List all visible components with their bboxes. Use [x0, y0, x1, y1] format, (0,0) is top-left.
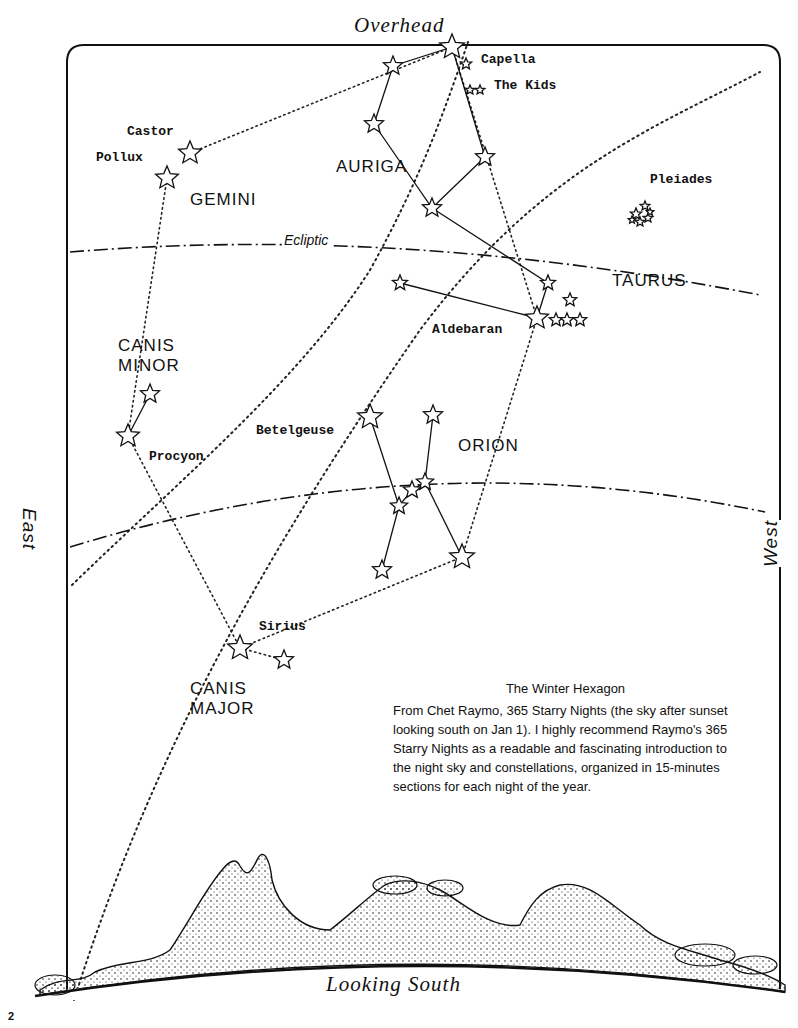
star-label: Pollux — [96, 151, 143, 166]
star-symbol — [392, 275, 407, 290]
milky-way-edge — [72, 42, 468, 585]
constellation-label: TAURUS — [612, 271, 687, 291]
star-symbol — [646, 208, 654, 215]
star-label: Procyon — [149, 450, 204, 465]
constellation-lines — [128, 47, 548, 570]
star-label: Betelgeuse — [256, 424, 334, 439]
star-symbol — [373, 560, 392, 578]
star-symbol — [628, 216, 636, 223]
constellation-label: CANIS MAJOR — [190, 679, 270, 718]
direction-label: East — [18, 508, 40, 550]
star-symbol — [365, 114, 384, 132]
star-symbol — [275, 650, 294, 668]
star-symbol — [117, 424, 140, 446]
star-label: Capella — [481, 53, 536, 68]
star-symbol — [563, 293, 576, 306]
direction-label: Looking South — [326, 972, 461, 996]
star-symbol — [640, 201, 650, 210]
stars — [117, 34, 654, 668]
star-symbol — [228, 635, 253, 659]
star-symbol — [384, 56, 403, 74]
star-symbol — [549, 313, 562, 326]
chart-caption: From Chet Raymo, 365 Starry Nights (the … — [393, 701, 735, 796]
constellation-label: CANIS MINOR — [118, 336, 198, 375]
constellation-label: GEMINI — [190, 190, 256, 210]
constellation-label: ORION — [458, 436, 519, 456]
star-symbol — [156, 166, 179, 188]
star-symbol — [403, 481, 420, 497]
page-number: 2 — [8, 1010, 14, 1023]
star-symbol — [526, 306, 549, 328]
star-symbol — [573, 313, 586, 326]
star-label: Castor — [127, 125, 174, 140]
winter-hexagon — [128, 47, 537, 660]
star-symbol — [475, 85, 485, 94]
star-symbol — [540, 275, 555, 290]
horizon-line — [35, 966, 785, 996]
direction-label: West — [760, 520, 782, 567]
equator-line — [70, 483, 765, 547]
star-symbol — [424, 405, 443, 423]
milky-way-edge — [74, 72, 760, 1000]
chart-title: The Winter Hexagon — [393, 681, 738, 696]
star-symbol — [440, 34, 465, 58]
constellation-label: AURIGA — [336, 157, 407, 177]
cluster-label: Pleiades — [650, 173, 712, 188]
star-symbol — [450, 544, 475, 568]
ecliptic-label: Ecliptic — [282, 232, 330, 248]
star-symbol — [423, 198, 442, 216]
star-symbol — [465, 85, 475, 94]
star-symbol — [358, 404, 383, 428]
star-symbol — [141, 384, 160, 402]
frame — [67, 45, 780, 990]
star-label: Sirius — [259, 620, 306, 635]
star-symbol — [179, 141, 202, 163]
star-symbol — [460, 58, 471, 69]
direction-label: Overhead — [354, 13, 444, 37]
star-symbol — [560, 313, 573, 326]
star-label: The Kids — [494, 79, 556, 94]
star-label: Aldebaran — [432, 323, 502, 338]
star-symbol — [476, 147, 495, 165]
star-symbol — [390, 497, 407, 513]
